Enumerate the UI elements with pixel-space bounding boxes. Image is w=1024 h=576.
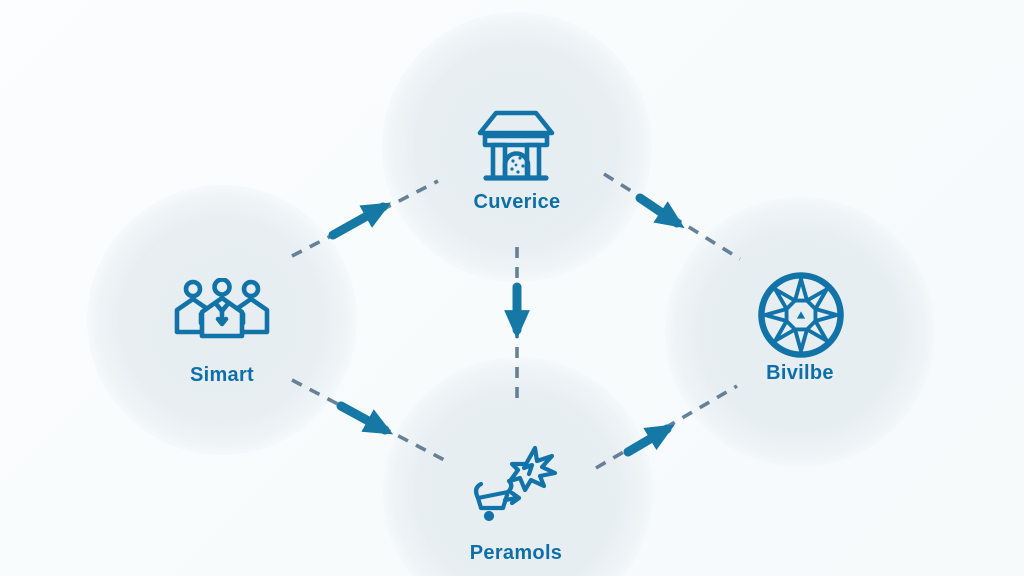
- node-simart-label: Simart: [189, 364, 255, 386]
- scribble-star-icon: [507, 445, 558, 493]
- geometric-star-icon: [758, 272, 844, 358]
- node-peramols-label: Peramols: [469, 542, 563, 564]
- doodles-icon: [473, 445, 558, 522]
- oven-building-icon: [477, 110, 555, 181]
- node-cuverice-label: Cuverice: [473, 191, 561, 213]
- edge-cuverice-bivilbe: [603, 172, 741, 261]
- edge-simart-cuverice: [291, 179, 439, 258]
- node-bivilbe-label: Bivilbe: [766, 362, 834, 384]
- edge-simart-peramols: [291, 378, 451, 465]
- people-group-icon: [174, 278, 270, 339]
- edge-peramols-bivilbe: [595, 384, 738, 470]
- cart-doodle-icon: [473, 478, 522, 522]
